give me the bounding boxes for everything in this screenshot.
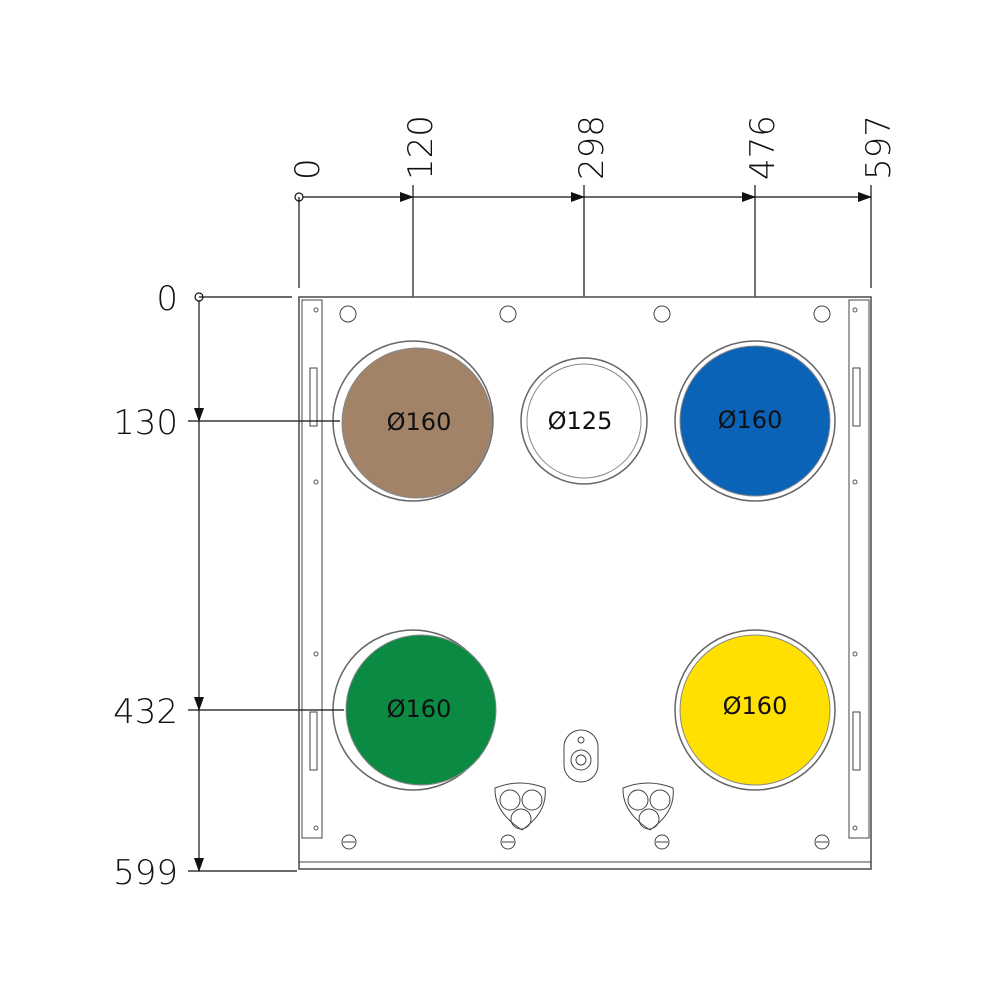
port-label: Ø160 [723,692,788,720]
left-rail [301,299,323,839]
unit-panel: Ø160 Ø125 Ø160 Ø160 Ø160 [298,296,872,870]
dim-label-x476: 476 [743,115,783,180]
port-label: Ø160 [387,408,452,436]
port-fill [526,363,642,479]
dim-label-y599: 599 [113,853,178,893]
rail-dots [313,307,858,831]
dim-label-x120: 120 [401,115,441,180]
mounting-hole [813,305,831,323]
mounting-hole [653,305,671,323]
port-outdoor: Ø160 [332,629,497,791]
port-fill [679,345,831,497]
dim-label-x597: 597 [859,115,899,180]
cable-gland-right [622,782,674,831]
condensate-drain [563,729,599,783]
vertical-dimensions: 0 130 432 599 [113,279,342,893]
port-extract: Ø160 [332,340,494,502]
port-fill [679,634,831,786]
left-slot-bottom [309,711,318,771]
dim-label-y432: 432 [113,692,178,732]
dim-label-y130: 130 [113,403,178,443]
port-supply: Ø160 [674,340,836,502]
port-fill [341,347,493,499]
port-supply-125: Ø125 [520,357,648,485]
left-slot-top [309,367,318,427]
port-fill [345,634,497,786]
port-label: Ø125 [548,407,613,435]
port-label: Ø160 [387,695,452,723]
bottom-screws [341,834,830,850]
horizontal-dimensions: 0 120 298 476 597 [288,115,899,370]
cable-gland-left [494,782,546,831]
right-slot-top [852,367,861,427]
dim-label-x0: 0 [288,158,328,180]
port-label: Ø160 [718,406,783,434]
mounting-hole [339,305,357,323]
dim-label-x298: 298 [572,115,612,180]
right-slot-bottom [852,711,861,771]
port-exhaust: Ø160 [674,629,836,791]
leader-lines [299,420,344,711]
mounting-hole [499,305,517,323]
dim-label-y0: 0 [156,279,178,319]
right-rail [848,299,870,839]
